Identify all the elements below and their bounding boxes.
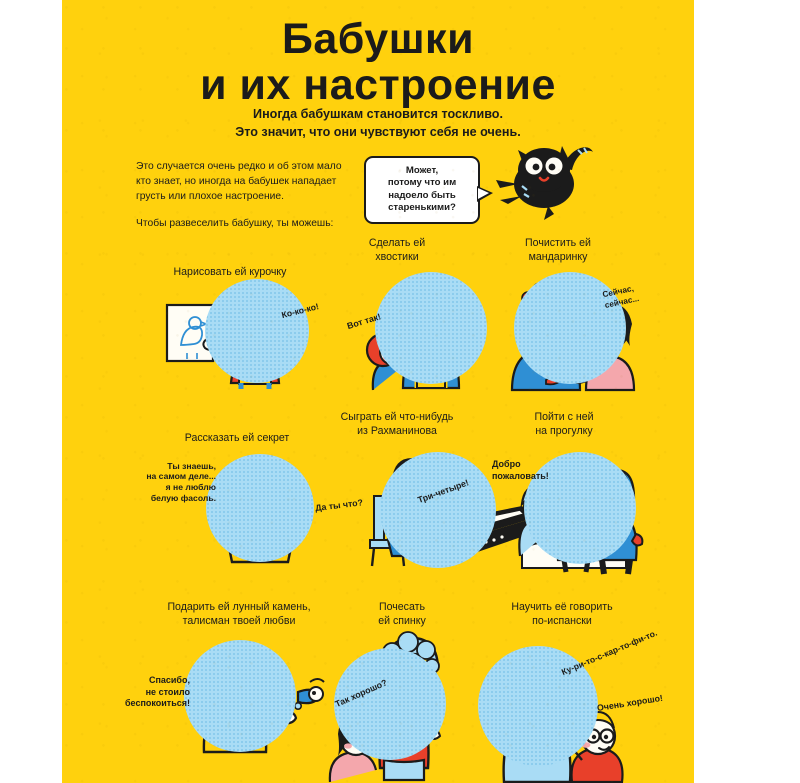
caption-peel-a-tangerine: Почистить ей мандаринку [468, 236, 648, 265]
page-subtitle: Иногда бабушкам становится тоскливо. Это… [62, 106, 694, 142]
caption-play-rachmaninoff: Сыграть ей что-нибудь из Рахманинова [292, 410, 502, 439]
caption-line-1: Пойти с ней [534, 411, 594, 423]
scene-disc [478, 646, 598, 766]
scene-disc [206, 454, 314, 562]
scene-make-ponytails: Вот так! [339, 272, 499, 392]
caption-line-1: Научить её говорить [511, 601, 613, 613]
caption-line-2: ей спинку [378, 615, 426, 628]
scene-disc [375, 272, 487, 384]
intro-paragraph-1: Это случается очень редко и об этом мало… [136, 161, 342, 203]
subtitle-line-2: Это значит, что они чувствуют себя не оч… [235, 124, 521, 139]
scene-disc [524, 452, 636, 564]
caption-text: Рассказать ей секрет [184, 432, 290, 444]
speech-go-for-a-walk: Добро пожаловать! [492, 459, 549, 481]
poster-page: Бабушки и их настроение Иногда бабушкам … [62, 0, 694, 783]
scene-go-for-a-walk: Добро пожаловать! [492, 448, 667, 575]
caption-line-2: хвостики [375, 251, 419, 264]
scene-draw-a-hen: Ко-ко-ко! [165, 279, 335, 389]
scene-tell-a-secret: Ты знаешь, на самом деле... я не люблю б… [120, 450, 370, 566]
caption-line-2: по-испански [532, 615, 592, 628]
cat-speech-bubble: Может, потому что им надоело быть старен… [364, 156, 493, 224]
caption-make-ponytails: Сделать ей хвостики [312, 236, 482, 265]
caption-line-2: талисман твоей любви [182, 615, 296, 628]
page-title: Бабушки и их настроение [62, 15, 694, 109]
caption-line-2: мандаринку [528, 251, 588, 264]
scene-give-a-moonstone: Спасибо, не стоило беспокоиться! [114, 640, 344, 783]
scene-teach-spanish: Ку-ри-то-с-кар-то-фи-то. Очень хорошо! [460, 627, 675, 783]
caption-text: Нарисовать ей курочку [173, 266, 287, 278]
scene-play-rachmaninoff: Три-четыре! [362, 448, 542, 568]
caption-line-2: на прогулку [535, 425, 593, 438]
scene-disc [205, 279, 309, 383]
intro-text: Это случается очень редко и об этом мало… [136, 159, 356, 244]
caption-line-1: Почистить ей [525, 237, 591, 249]
caption-line-1: Подарить ей лунный камень, [167, 601, 311, 613]
caption-teach-spanish: Научить её говорить по-испански [462, 600, 662, 629]
caption-go-for-a-walk: Пойти с ней на прогулку [474, 410, 654, 439]
scene-disc [184, 640, 296, 752]
speech-give-a-moonstone: Спасибо, не стоило беспокоиться! [125, 675, 190, 708]
scene-peel-a-tangerine: Сейчас, сейчас... [494, 272, 664, 392]
bubble-tail-icon [477, 186, 493, 202]
speech-tell-a-secret-left: Ты знаешь, на самом деле... я не люблю б… [146, 460, 216, 503]
caption-line-1: Сыграть ей что-нибудь [340, 411, 454, 423]
flying-cat-illustration [466, 140, 596, 224]
caption-line-1: Почесать [378, 601, 425, 613]
caption-tell-a-secret: Рассказать ей секрет [122, 431, 352, 445]
caption-draw-a-hen: Нарисовать ей курочку [120, 265, 340, 279]
title-line-2: и их настроение [200, 60, 556, 109]
intro-paragraph-2: Чтобы развеселить бабушку, ты можешь: [136, 218, 334, 230]
cat-speech-text: Может, потому что им надоело быть старен… [387, 165, 457, 214]
scene-disc [334, 648, 446, 760]
caption-line-2: из Рахманинова [357, 425, 437, 438]
scene-disc [380, 452, 496, 568]
title-line-1: Бабушки [281, 15, 475, 63]
caption-scratch-her-back: Почесать ей спинку [312, 600, 492, 629]
scene-scratch-her-back: Так хорошо? [314, 630, 474, 783]
scene-disc [514, 272, 626, 384]
caption-give-a-moonstone: Подарить ей лунный камень, талисман твое… [114, 600, 364, 629]
subtitle-line-1: Иногда бабушкам становится тоскливо. [253, 107, 503, 121]
caption-line-1: Сделать ей [368, 237, 426, 249]
